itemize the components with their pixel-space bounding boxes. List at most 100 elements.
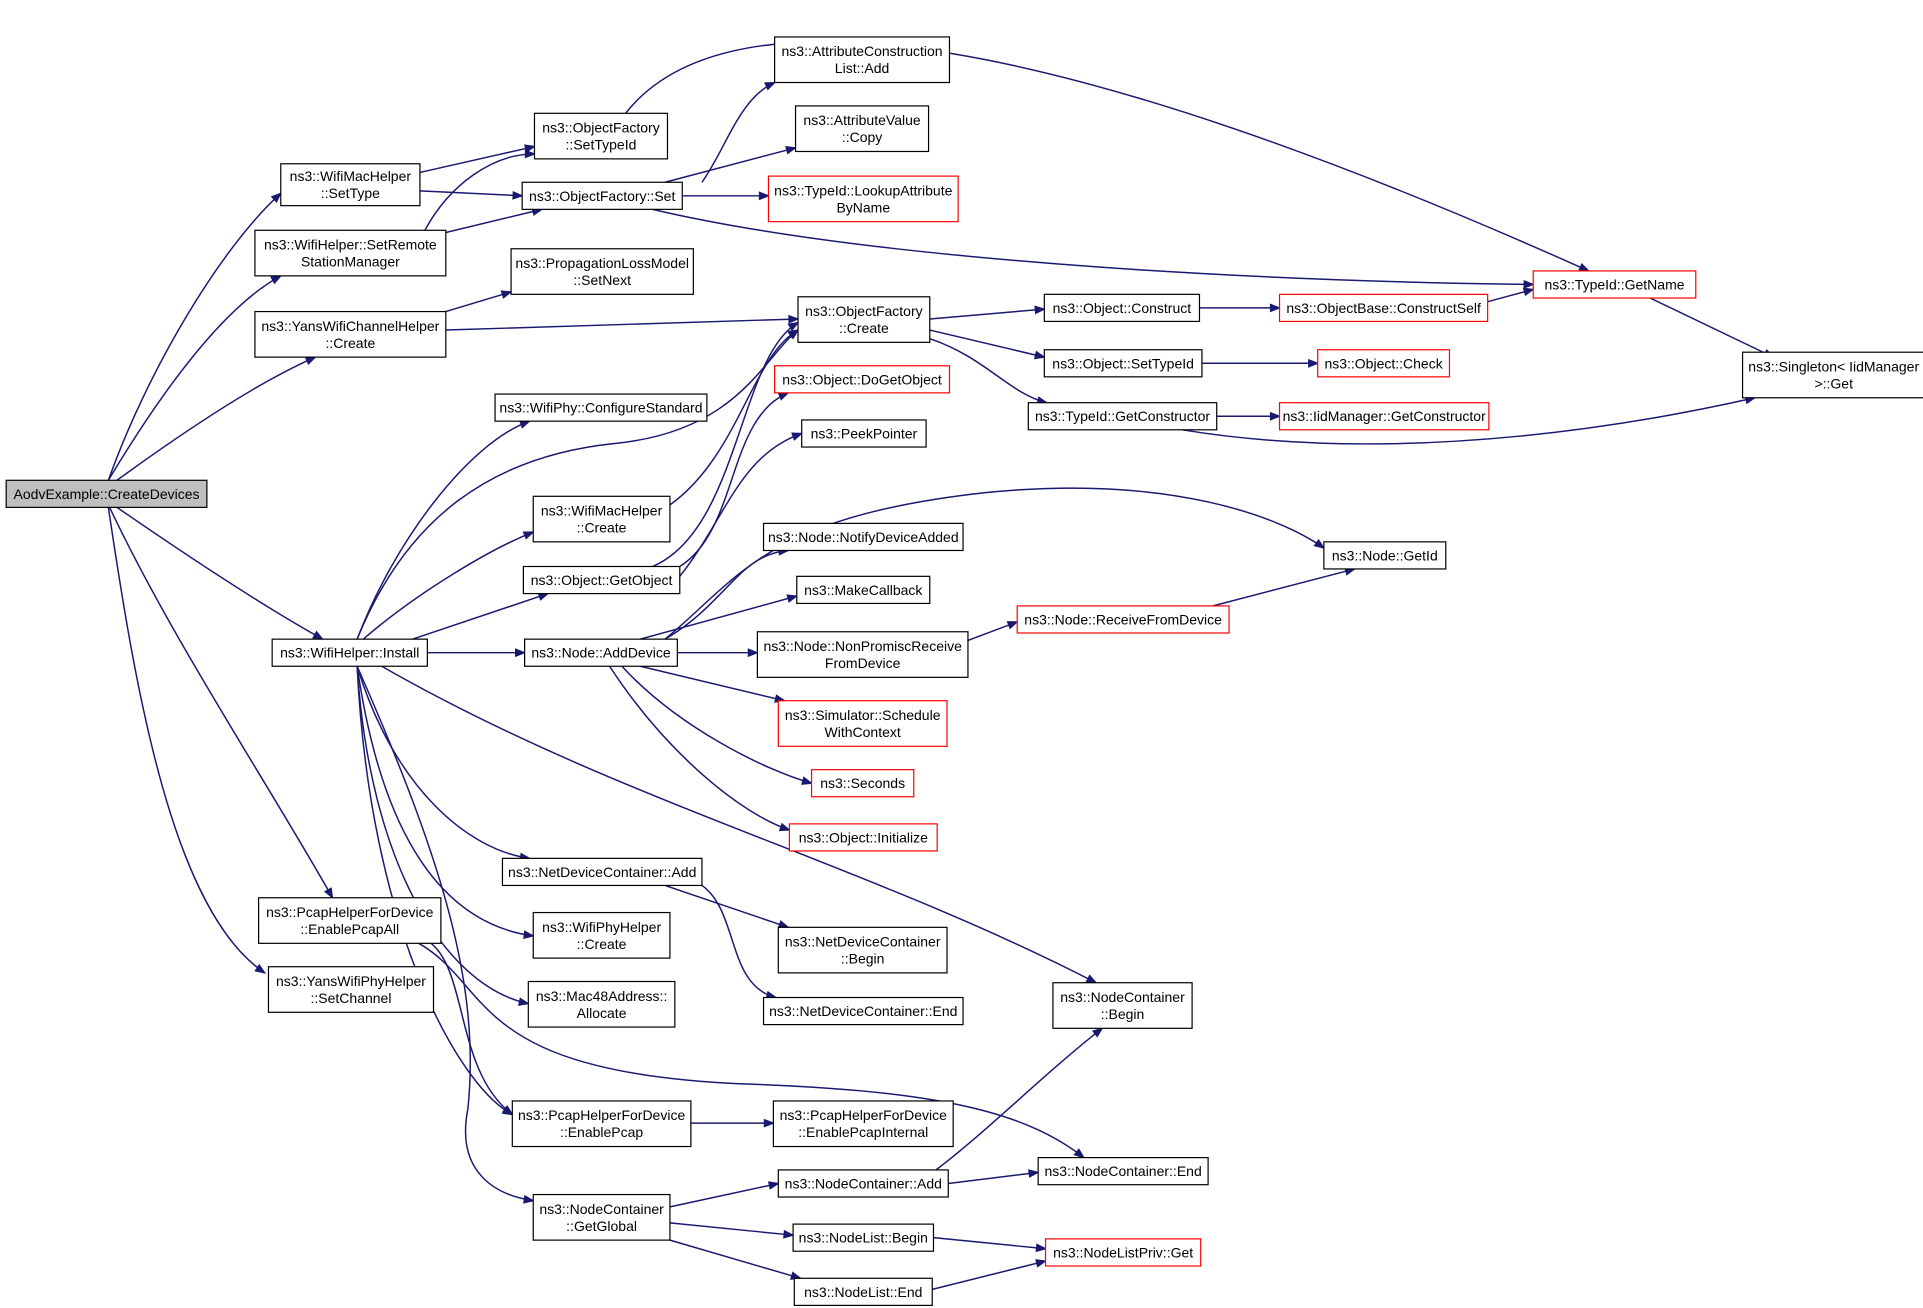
node-phfd-enable[interactable]: ns3::PcapHelperForDevice::EnablePcap (511, 1100, 692, 1148)
node-box (777, 700, 948, 747)
edge-obj_settypeid-to-obj_check (1201, 358, 1320, 368)
node-label: ns3::NodeContainer::Add (785, 1175, 942, 1191)
node-nl-begin[interactable]: ns3::NodeList::Begin (792, 1223, 935, 1252)
node-label: ns3::Object::SetTypeId (1052, 355, 1194, 371)
node-box (521, 181, 683, 210)
node-makecallback[interactable]: ns3::MakeCallback (796, 575, 931, 605)
node-node-notify[interactable]: ns3::Node::NotifyDeviceAdded (762, 522, 964, 552)
node-label: ns3::NodeList::End (804, 1284, 922, 1300)
node-box (777, 1169, 949, 1198)
node-label: AodvExample::CreateDevices (14, 486, 200, 502)
node-ywch-create[interactable]: ns3::YansWifiChannelHelper::Create (254, 310, 447, 358)
edge-nc_getglobal-to-nc_add (669, 1181, 780, 1208)
arrowhead-icon (1269, 411, 1282, 421)
node-label: ns3::NetDeviceContainer::End (769, 1003, 957, 1019)
edge-line (1182, 397, 1756, 445)
node-nl-end[interactable]: ns3::NodeList::End (793, 1277, 933, 1306)
node-wmh-settype[interactable]: ns3::WifiMacHelper::SetType (280, 163, 421, 207)
node-obj-check[interactable]: ns3::Object::Check (1317, 349, 1451, 378)
node-root[interactable]: AodvExample::CreateDevices (5, 479, 208, 508)
edge-nl_end-to-nlp_get (932, 1259, 1048, 1291)
edge-line (419, 190, 523, 197)
edge-of_set-to-tid_lookup (682, 191, 771, 201)
edge-line (430, 942, 513, 1116)
arrowhead-icon (747, 648, 760, 658)
node-phfd-enableall[interactable]: ns3::PcapHelperForDevice::EnablePcapAll (258, 897, 442, 944)
node-box (267, 966, 435, 1013)
node-node-receive[interactable]: ns3::Node::ReceiveFromDevice (1016, 605, 1230, 634)
node-label: ns3::YansWifiChannelHelper (261, 318, 439, 334)
node-of-create[interactable]: ns3::ObjectFactory::Create (797, 296, 931, 343)
node-of-set[interactable]: ns3::ObjectFactory::Set (521, 181, 683, 210)
node-wph-create[interactable]: ns3::WifiPhyHelper::Create (532, 911, 671, 959)
node-node-adddevice[interactable]: ns3::Node::AddDevice (524, 638, 678, 667)
edge-wh_install-to-wmh_create (362, 531, 535, 640)
node-ywph-setchannel[interactable]: ns3::YansWifiPhyHelper::SetChannel (267, 966, 435, 1013)
node-wp-configure[interactable]: ns3::WifiPhy::ConfigureStandard (494, 393, 708, 422)
node-box (5, 479, 208, 508)
node-peekpointer[interactable]: ns3::PeekPointer (801, 419, 927, 448)
node-phfd-internal[interactable]: ns3::PcapHelperForDevice::EnablePcapInte… (772, 1100, 954, 1148)
arrowhead-icon (517, 997, 530, 1006)
node-ndc-add[interactable]: ns3::NetDeviceContainer::Add (501, 857, 703, 887)
node-box (524, 638, 678, 667)
node-label: ns3::PcapHelperForDevice (780, 1107, 948, 1123)
node-seconds[interactable]: ns3::Seconds (810, 769, 915, 798)
node-obj-initialize[interactable]: ns3::Object::Initialize (788, 823, 938, 852)
arrowhead-icon (767, 1181, 780, 1190)
node-label: ::EnablePcapInternal (798, 1124, 928, 1140)
node-obj-dogetobject[interactable]: ns3::Object::DoGetObject (774, 365, 951, 394)
edge-tid_getname-to-singleton_get (1649, 297, 1775, 358)
node-wmh-create[interactable]: ns3::WifiMacHelper::Create (532, 495, 671, 543)
node-ndc-end[interactable]: ns3::NetDeviceContainer::End (762, 996, 964, 1026)
edge-wmh_create-to-of_create (669, 329, 800, 506)
node-box (796, 575, 931, 605)
node-tid-getconstructor[interactable]: ns3::TypeId::GetConstructor (1027, 402, 1218, 431)
edge-line (362, 531, 534, 640)
node-nc-begin[interactable]: ns3::NodeContainer::Begin (1052, 982, 1193, 1029)
node-nc-add[interactable]: ns3::NodeContainer::Add (777, 1169, 949, 1198)
node-label: ns3::Object::Initialize (799, 829, 928, 845)
node-tid-getname[interactable]: ns3::TypeId::GetName (1532, 270, 1697, 299)
edge-line (664, 147, 796, 183)
node-plm-setnext[interactable]: ns3::PropagationLossModel::SetNext (510, 248, 694, 295)
node-box (1043, 293, 1201, 323)
node-nlp-get[interactable]: ns3::NodeListPriv::Get (1044, 1238, 1202, 1267)
node-ndc-begin[interactable]: ns3::NetDeviceContainer::Begin (777, 926, 948, 974)
node-singleton-get[interactable]: ns3::Singleton< IidManager>::Get (1741, 351, 1923, 399)
node-obj-construct[interactable]: ns3::Object::Construct (1043, 293, 1201, 323)
edge-nc_add-to-nc_begin (935, 1027, 1104, 1171)
node-av-copy[interactable]: ns3::AttributeValue::Copy (794, 105, 930, 153)
node-node-getid[interactable]: ns3::Node::GetId (1323, 541, 1447, 570)
edge-line (107, 192, 282, 481)
edge-line (445, 291, 512, 313)
arrowhead-icon (1073, 1148, 1086, 1159)
node-box (774, 36, 951, 84)
node-box (794, 105, 930, 153)
edge-line (948, 1171, 1039, 1185)
node-iid-getconstructor[interactable]: ns3::IidManager::GetConstructor (1278, 402, 1490, 431)
edge-wh_install-to-wph_create (356, 666, 535, 939)
edge-wh_install-to-nc_getglobal (356, 665, 535, 1204)
node-wh-install[interactable]: ns3::WifiHelper::Install (271, 638, 428, 667)
node-box (762, 522, 964, 552)
node-label: ::EnablePcap (560, 1124, 643, 1140)
edge-line (701, 884, 777, 999)
arrowhead-icon (500, 290, 513, 299)
node-of-settypeid[interactable]: ns3::ObjectFactory::SetTypeId (533, 112, 669, 160)
node-ob-constructself[interactable]: ns3::ObjectBase::ConstructSelf (1278, 293, 1489, 323)
node-label: ns3::Object::Check (1324, 355, 1443, 371)
node-box (1027, 402, 1218, 431)
node-obj-settypeid[interactable]: ns3::Object::SetTypeId (1043, 349, 1203, 378)
node-nc-end[interactable]: ns3::NodeContainer::End (1037, 1157, 1209, 1186)
edge-line (1212, 568, 1355, 607)
node-mac48-allocate[interactable]: ns3::Mac48Address::Allocate (527, 980, 676, 1028)
node-label: ::SetNext (573, 272, 631, 288)
node-nc-getglobal[interactable]: ns3::NodeContainer::GetGlobal (532, 1193, 671, 1241)
node-obj-getobject[interactable]: ns3::Object::GetObject (522, 565, 681, 595)
